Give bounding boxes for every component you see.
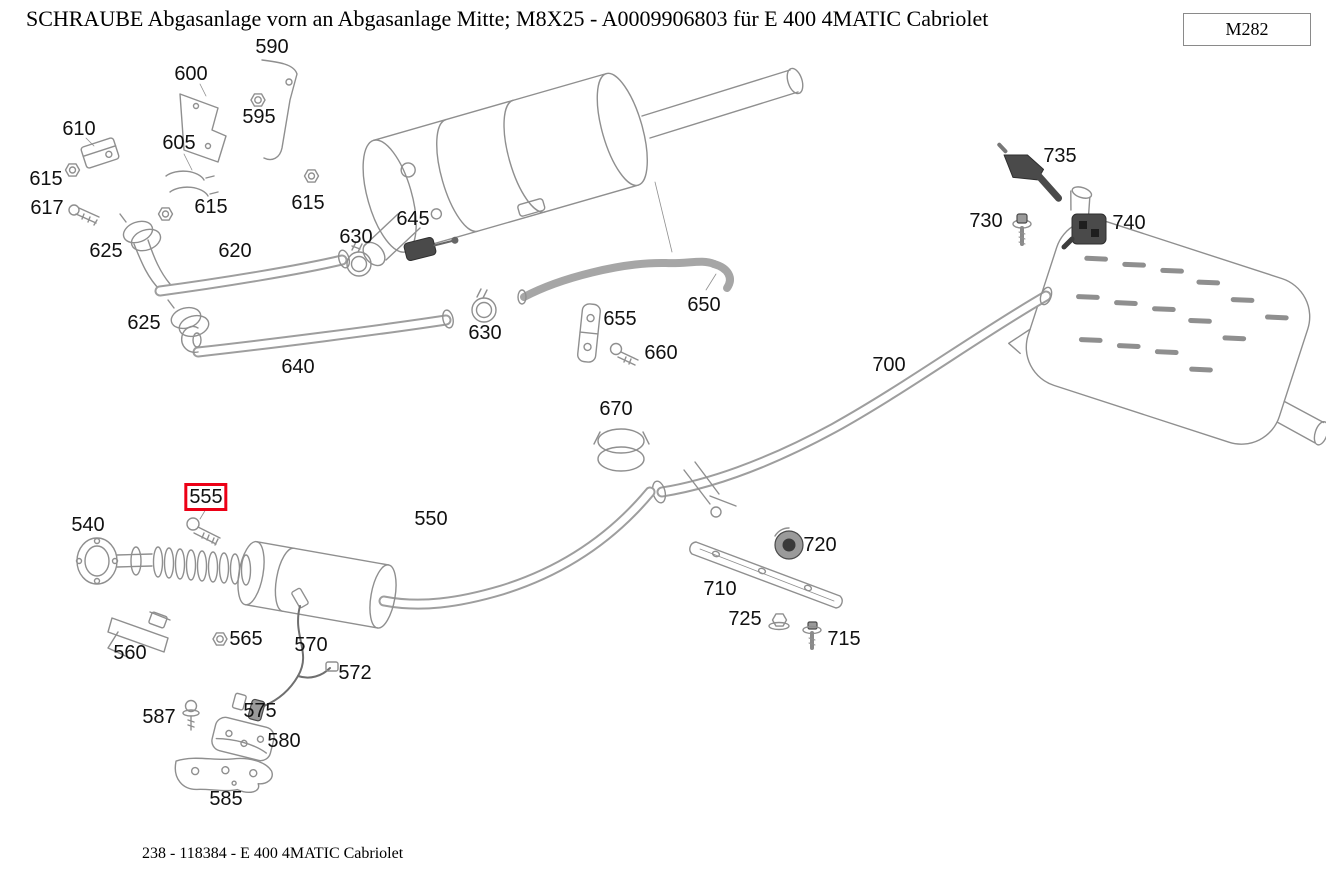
part-label-585[interactable]: 585 (209, 788, 243, 810)
part-label-615-3[interactable]: 615 (291, 192, 325, 214)
model-code-box[interactable]: M282 (1183, 13, 1311, 46)
part-label-735[interactable]: 735 (1043, 145, 1077, 167)
part-label-670[interactable]: 670 (599, 398, 633, 420)
part-label-655[interactable]: 655 (603, 308, 637, 330)
part-label-660[interactable]: 660 (644, 342, 678, 364)
part-label-560[interactable]: 560 (113, 642, 147, 664)
part-label-555[interactable]: 555 (184, 483, 228, 511)
part-label-715[interactable]: 715 (827, 628, 861, 650)
part-label-730[interactable]: 730 (969, 210, 1003, 232)
page-title: SCHRAUBE Abgasanlage vorn an Abgasanlage… (26, 6, 989, 31)
part-label-630-1[interactable]: 630 (339, 226, 373, 248)
part-label-615-1[interactable]: 615 (29, 168, 63, 190)
part-label-740[interactable]: 740 (1112, 212, 1146, 234)
part-label-710[interactable]: 710 (703, 578, 737, 600)
model-code: M282 (1225, 19, 1269, 39)
part-label-630-2[interactable]: 630 (468, 322, 502, 344)
part-label-575[interactable]: 575 (243, 700, 277, 722)
part-label-617[interactable]: 617 (30, 197, 64, 219)
part-label-600[interactable]: 600 (174, 63, 208, 85)
part-label-700[interactable]: 700 (872, 354, 906, 376)
part-label-590[interactable]: 590 (255, 36, 289, 58)
part-label-720[interactable]: 720 (803, 534, 837, 556)
part-label-645[interactable]: 645 (396, 208, 430, 230)
part-label-605[interactable]: 605 (162, 132, 196, 154)
part-label-625-2[interactable]: 625 (127, 312, 161, 334)
part-label-615-2[interactable]: 615 (194, 196, 228, 218)
part-label-580[interactable]: 580 (267, 730, 301, 752)
part-label-540[interactable]: 540 (71, 514, 105, 536)
part-label-595[interactable]: 595 (242, 106, 276, 128)
part-label-625-1[interactable]: 625 (89, 240, 123, 262)
diagram-caption: 238 - 118384 - E 400 4MATIC Cabriolet (142, 845, 404, 862)
part-label-550[interactable]: 550 (414, 508, 448, 530)
part-label-587[interactable]: 587 (142, 706, 176, 728)
part-label-572[interactable]: 572 (338, 662, 372, 684)
part-label-650[interactable]: 650 (687, 294, 721, 316)
part-label-620[interactable]: 620 (218, 240, 252, 262)
part-label-570[interactable]: 570 (294, 634, 328, 656)
part-label-565[interactable]: 565 (229, 628, 263, 650)
part-label-640[interactable]: 640 (281, 356, 315, 378)
part-label-725[interactable]: 725 (728, 608, 762, 630)
part-label-610[interactable]: 610 (62, 118, 96, 140)
